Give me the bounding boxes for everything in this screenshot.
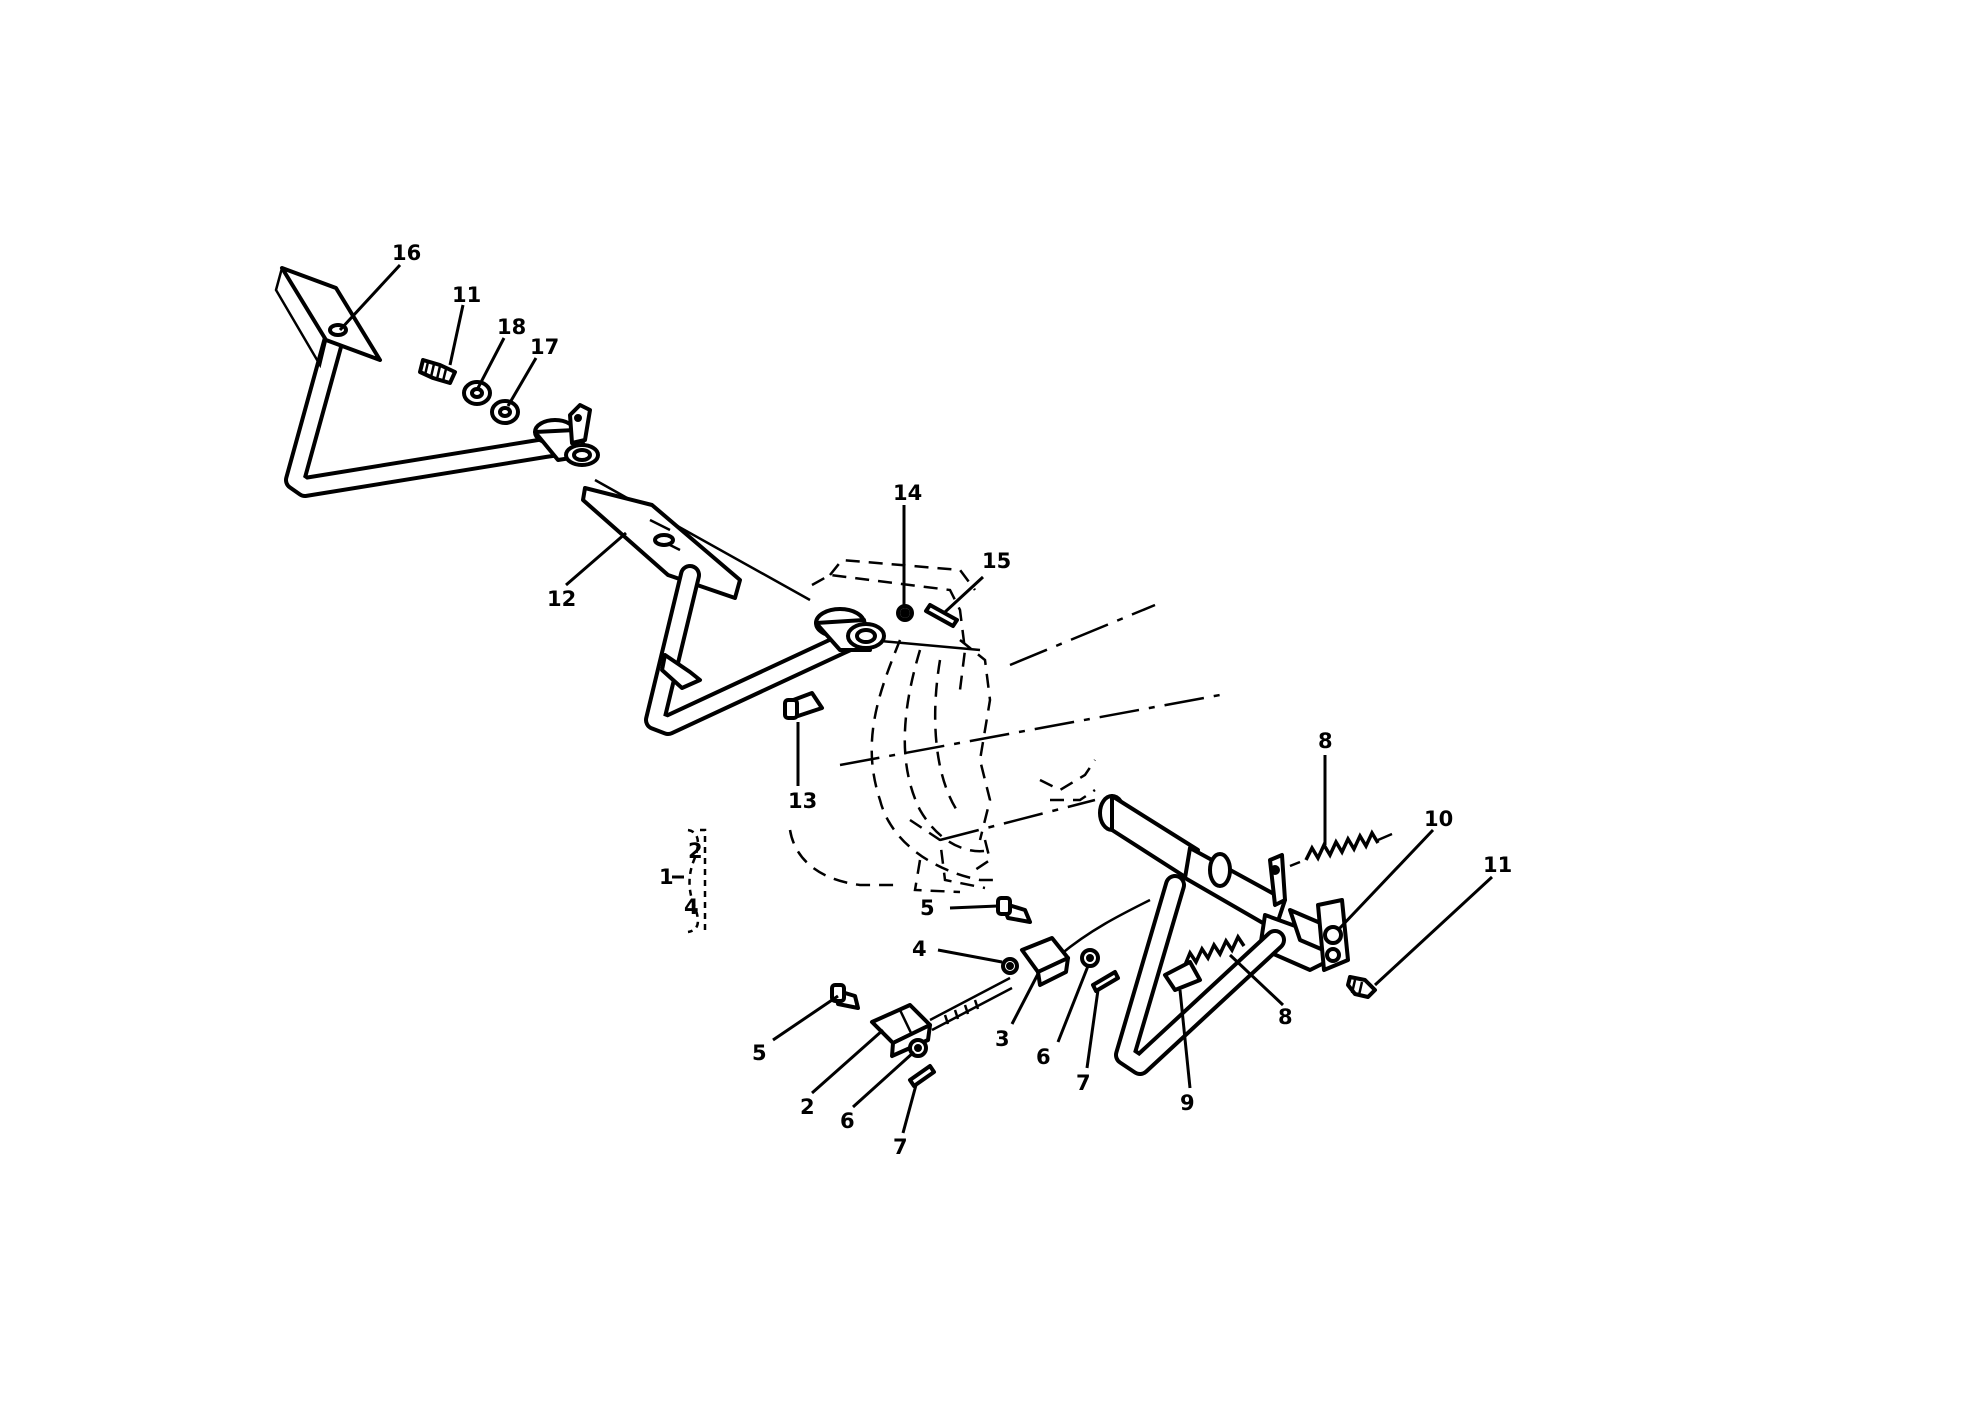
nut-4	[1001, 957, 1019, 975]
clutch-pedal-arm	[581, 486, 886, 736]
callout-6-lower: 6	[840, 1109, 855, 1133]
right-pedal-shaft	[1098, 794, 1337, 972]
callout-11-right: 11	[1483, 853, 1512, 877]
callout-8-upper: 8	[1318, 729, 1333, 753]
callout-5-upper: 5	[920, 896, 935, 920]
callout-9: 9	[1180, 1091, 1195, 1115]
leader-lines	[338, 263, 1494, 1134]
callout-17: 17	[530, 335, 559, 359]
assembly-key-child-2: 2	[688, 839, 703, 863]
cotter-pin-7-upper	[1091, 970, 1120, 993]
pedal-arm-9	[1114, 874, 1286, 1076]
cotter-pin-7-lower	[908, 1064, 936, 1088]
bracket-10	[1316, 898, 1350, 972]
washer-6-upper	[1080, 948, 1100, 968]
brake-pedal-arm	[274, 266, 600, 498]
bolt-5-upper	[996, 896, 1032, 924]
callout-5-lower: 5	[752, 1041, 767, 1065]
callout-4: 4	[912, 937, 927, 961]
callout-6-upper: 6	[1036, 1045, 1051, 1069]
bolt-11-left	[418, 358, 457, 385]
phantom-housing	[788, 558, 1097, 894]
callout-3: 3	[995, 1027, 1010, 1051]
callout-16: 16	[392, 241, 421, 265]
spring-8-lower	[1183, 933, 1246, 966]
bolt-13	[783, 691, 824, 720]
callout-7-lower: 7	[893, 1135, 908, 1159]
clevis-3	[1020, 936, 1070, 987]
callout-2: 2	[800, 1095, 815, 1119]
linkage-rod	[929, 898, 1151, 1032]
washer-18	[462, 380, 492, 406]
callout-10: 10	[1424, 807, 1453, 831]
callout-labels: 16 11 18 17 14 15 12 13 8 10 11 5 4 3 6 …	[392, 241, 1512, 1159]
callout-11-left: 11	[452, 283, 481, 307]
bolt-11-right	[1346, 975, 1377, 999]
nut-14	[896, 604, 914, 622]
clevis-2	[870, 1003, 932, 1058]
pedal-pad	[280, 266, 382, 362]
callout-7-upper: 7	[1076, 1071, 1091, 1095]
cotter-pin-15	[924, 603, 959, 628]
callout-15: 15	[982, 549, 1011, 573]
assembly-key: 1 2 4	[659, 828, 707, 934]
callout-12: 12	[547, 587, 576, 611]
spring-8-upper	[1289, 829, 1393, 868]
callout-8-lower: 8	[1278, 1005, 1293, 1029]
callout-14: 14	[893, 481, 922, 505]
washer-17	[490, 399, 520, 425]
assembly-key-parent: 1	[659, 865, 674, 889]
callout-13: 13	[788, 789, 817, 813]
callout-18: 18	[497, 315, 526, 339]
assembly-key-child-4: 4	[684, 895, 699, 919]
